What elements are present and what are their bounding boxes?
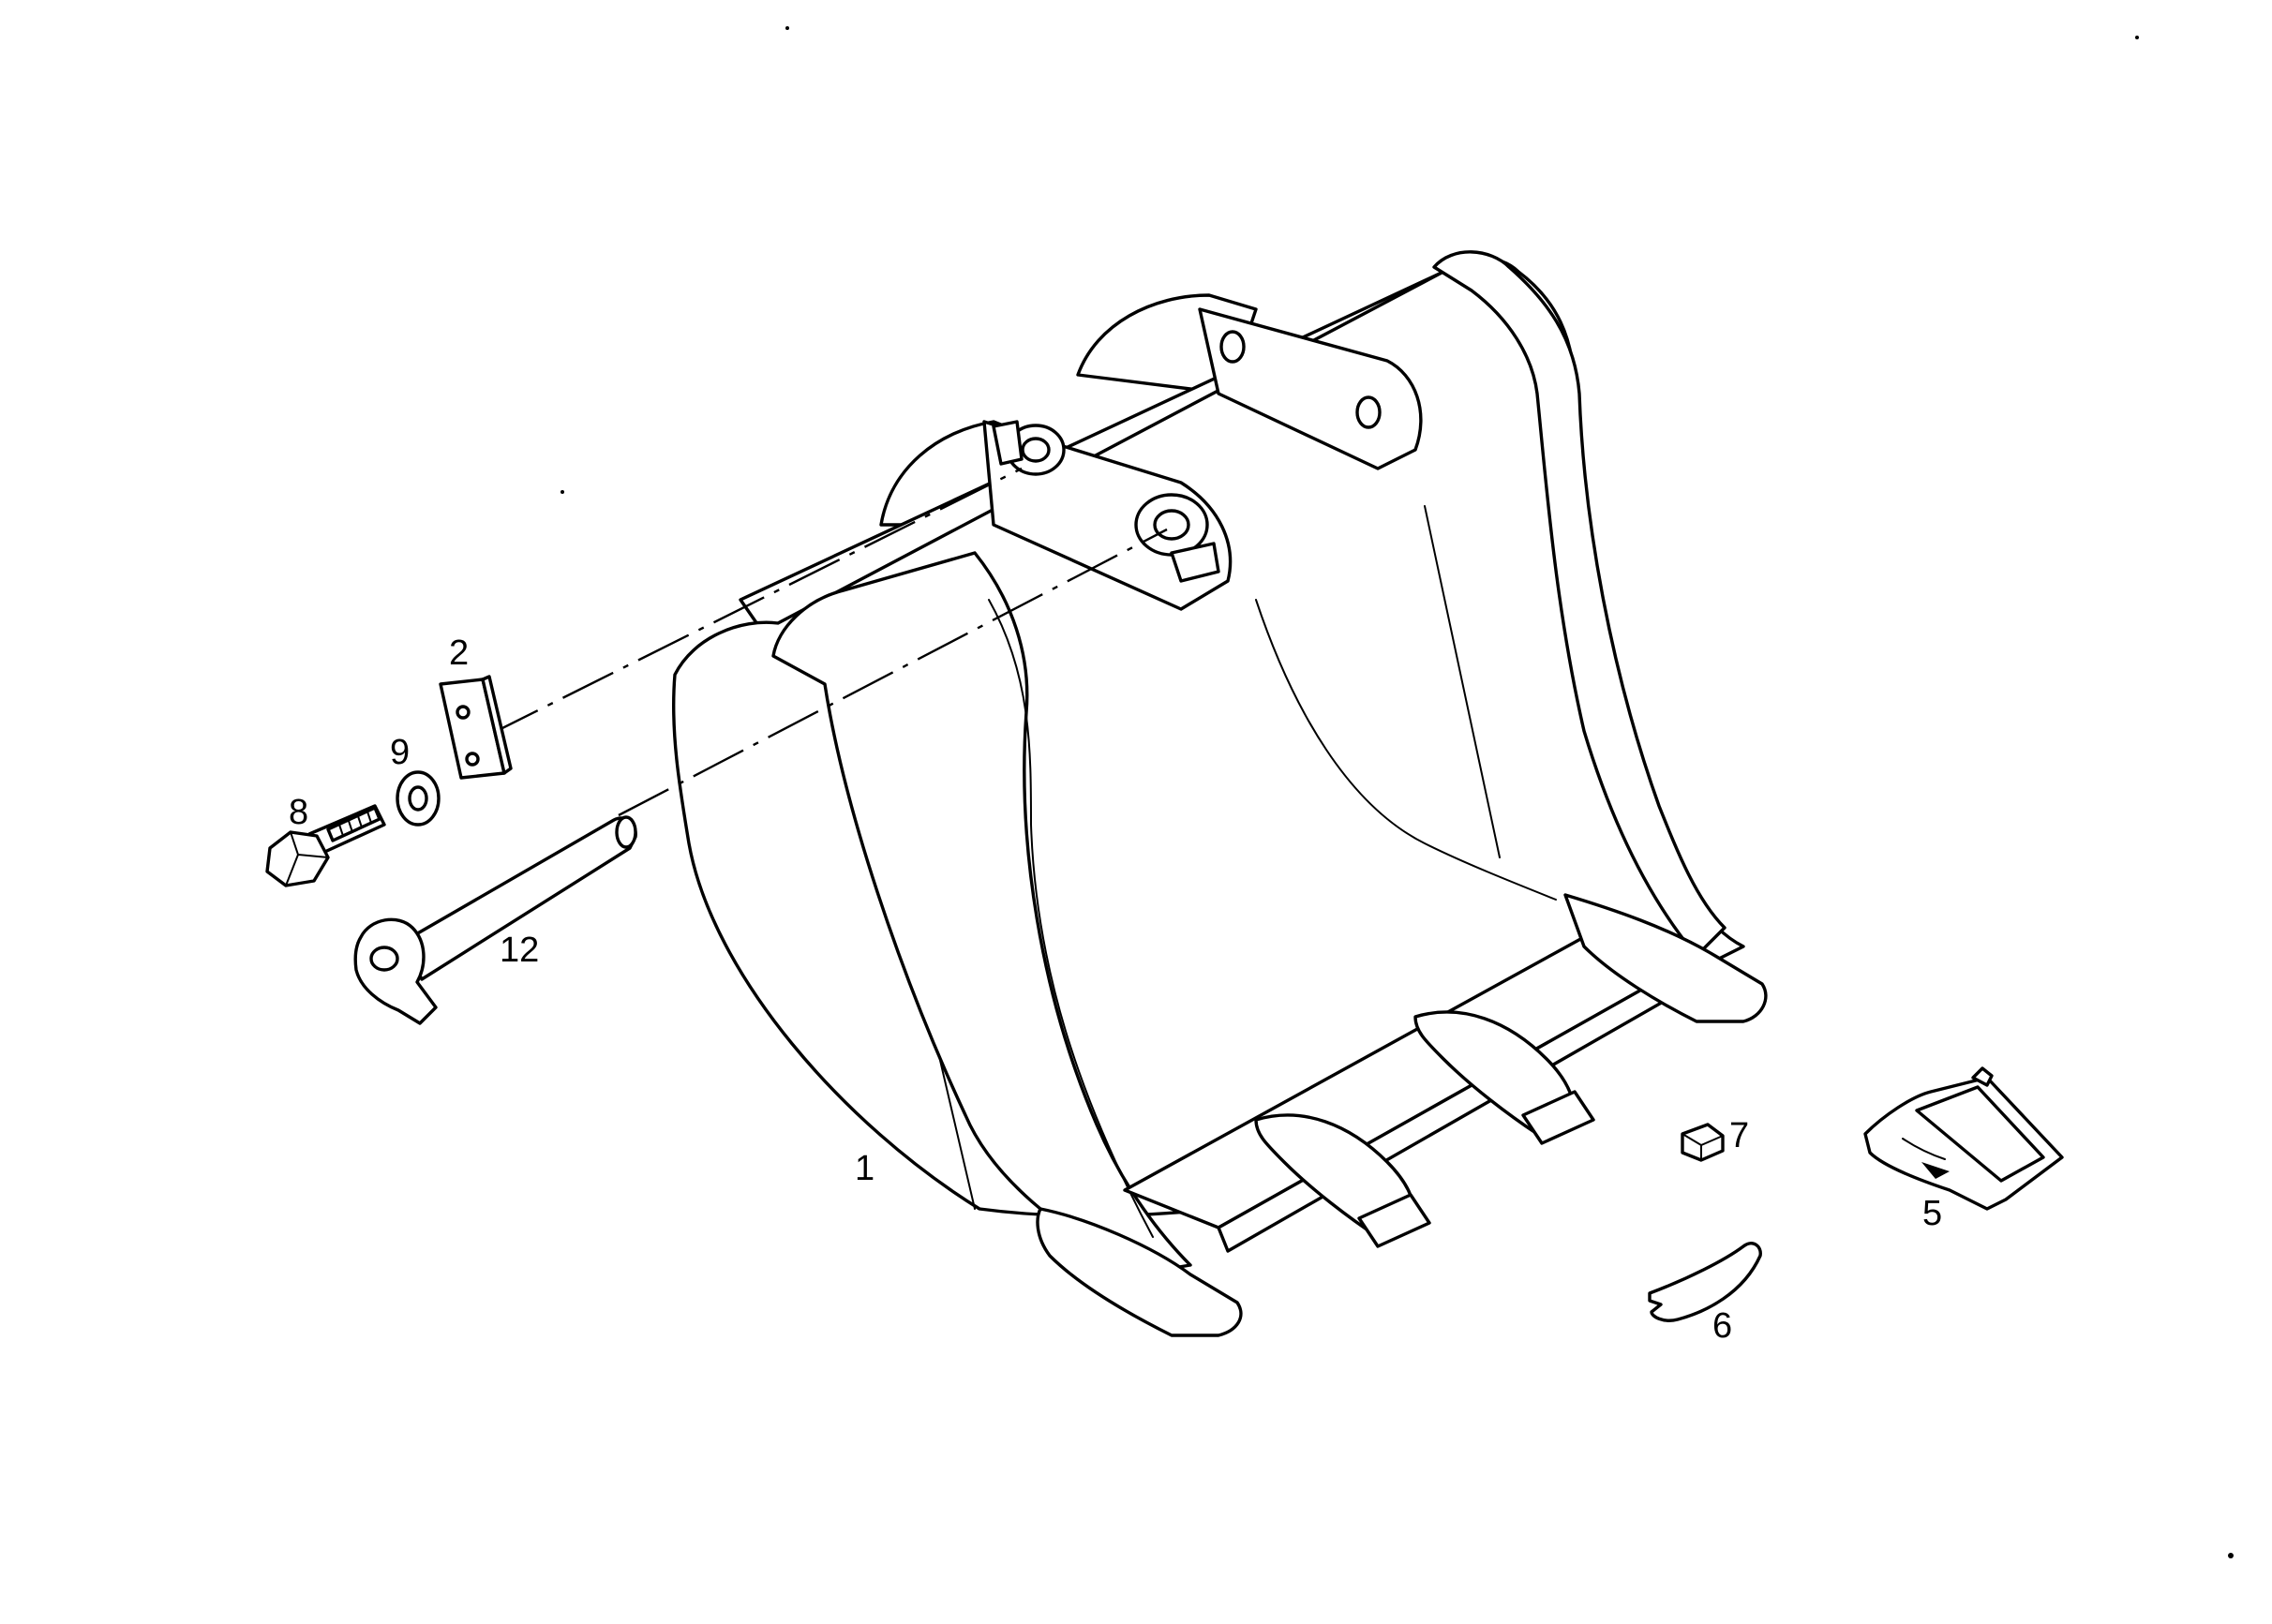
lock-tab-front xyxy=(1170,542,1220,583)
scan-dot xyxy=(561,490,564,494)
bucket-inner-curve xyxy=(1255,599,1557,901)
scan-dot xyxy=(2135,36,2139,39)
bucket-inner-edge xyxy=(1424,505,1501,858)
front-pin-hole xyxy=(1153,509,1190,541)
tooth xyxy=(1863,1066,2064,1211)
scan-dot xyxy=(2228,1553,2234,1558)
lock-tab-rear xyxy=(992,420,1024,466)
callout-lock: 7 xyxy=(1729,1116,1750,1155)
tooth-adapter-rear xyxy=(1521,1090,1595,1145)
bolt xyxy=(265,804,386,887)
pin-head-plate xyxy=(353,917,438,1025)
callout-tooth: 5 xyxy=(1922,1194,1943,1233)
pin xyxy=(353,815,637,1025)
rear-linkage-arm xyxy=(1198,307,1423,470)
callout-pin: 12 xyxy=(500,931,540,970)
rear-pin-hole-right xyxy=(1219,330,1246,364)
assembly-line-pin xyxy=(618,528,1168,817)
side-plate-right xyxy=(1432,250,1726,958)
bolt-head xyxy=(265,830,330,887)
retainer xyxy=(1648,1242,1762,1322)
callout-lock-plate: 2 xyxy=(449,633,470,673)
side-cutter-right xyxy=(1563,893,1768,1023)
rear-pin-hole-left xyxy=(1021,437,1051,463)
callout-retainer: 6 xyxy=(1712,1306,1733,1346)
callout-washer: 9 xyxy=(390,733,411,772)
callout-bucket: 1 xyxy=(855,1149,875,1188)
rear-pin-hole-right-2 xyxy=(1355,395,1382,429)
scan-dot xyxy=(785,26,789,30)
bucket xyxy=(672,250,1768,1337)
side-plate-left-rim xyxy=(988,599,1154,1238)
lock xyxy=(1681,1123,1725,1162)
callout-bolt: 8 xyxy=(289,793,309,832)
washer xyxy=(396,770,441,827)
assembly-line-bolt xyxy=(486,467,1023,738)
lock-plate xyxy=(439,675,513,780)
side-cutter-left xyxy=(1036,1207,1243,1337)
tooth-adapter-front xyxy=(1357,1193,1431,1248)
